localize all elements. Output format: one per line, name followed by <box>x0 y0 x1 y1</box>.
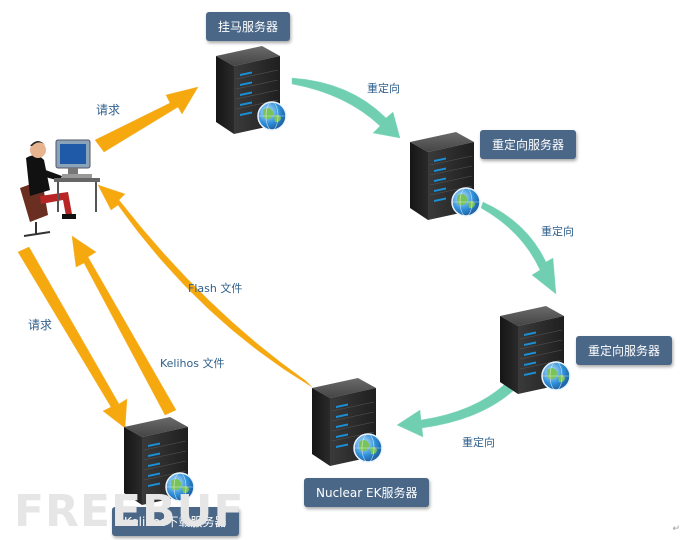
redirect-label-3: 重定向 <box>462 436 495 449</box>
guama-server-icon <box>215 45 287 135</box>
redirect-server-2-icon <box>499 305 571 395</box>
redirect-server-2-label: 重定向服务器 <box>576 336 673 365</box>
kelihos-file-arrow <box>71 235 177 416</box>
user-computer-icon <box>20 139 100 237</box>
redirect-arrow-3 <box>396 383 514 438</box>
redirect-label-2: 重定向 <box>541 225 574 238</box>
corner-return-mark: ↵ <box>672 524 680 534</box>
redirect-server-1-label: 重定向服务器 <box>480 130 577 159</box>
flash-file-label: Flash 文件 <box>188 282 243 295</box>
nuclear-server-label: Nuclear EK服务器 <box>304 478 430 507</box>
request-label-left: 请求 <box>28 318 53 332</box>
request-label-top: 请求 <box>96 103 121 117</box>
redirect-server-1-icon <box>409 131 481 221</box>
redirect-arrow-1 <box>291 77 401 139</box>
redirect-label-1: 重定向 <box>367 82 400 95</box>
redirect-arrow-2 <box>480 201 557 295</box>
guama-server-label: 挂马服务器 <box>206 12 291 41</box>
kelihos-file-label: Kelihos 文件 <box>160 357 225 370</box>
request-arrow-left <box>17 246 128 429</box>
request-arrow-top <box>94 86 199 153</box>
watermark-logo: FREEBUF <box>14 486 245 537</box>
nuclear-server-icon <box>311 377 383 467</box>
kelihos-server-label: Kelihos下载服务器 <box>112 507 239 536</box>
flash-file-arrow <box>97 184 313 388</box>
